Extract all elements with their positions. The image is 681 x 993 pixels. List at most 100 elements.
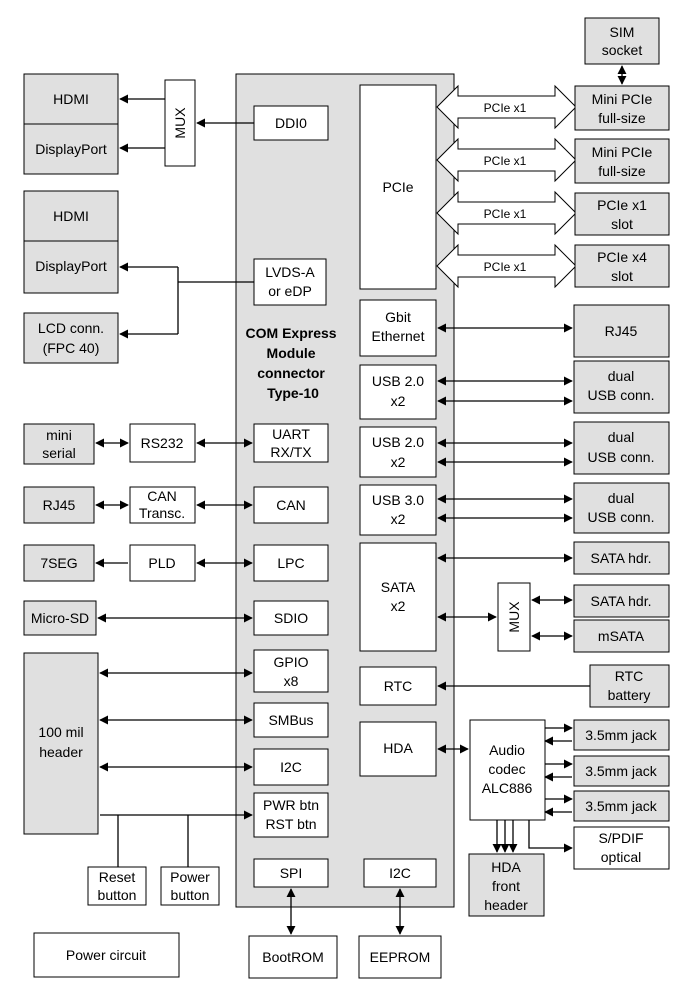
- seven-seg-box: [23, 544, 95, 582]
- spi-box: [253, 858, 329, 888]
- power-circuit-box: [33, 932, 180, 978]
- mux-box-2: [497, 582, 531, 652]
- svg-text:USB 3.0x2: USB 3.0x2: [372, 492, 424, 527]
- svg-text:DDI0: DDI0: [275, 115, 307, 131]
- bootrom-box: [248, 935, 338, 979]
- usb30-box: [359, 484, 437, 536]
- lpc-box: [253, 544, 329, 582]
- svg-text:SDIO: SDIO: [274, 610, 308, 626]
- i2c-left-box: [253, 748, 329, 786]
- gbit-ethernet-box: [359, 299, 437, 357]
- svg-text:DisplayPort: DisplayPort: [35, 258, 107, 274]
- rj45-left-box: [23, 486, 95, 524]
- jack-box-2: [573, 755, 670, 787]
- rtc-box: [359, 666, 437, 706]
- svg-text:3.5mm jack: 3.5mm jack: [585, 727, 658, 743]
- msata-box: [573, 619, 670, 653]
- svg-text:MUX: MUX: [506, 601, 522, 633]
- svg-text:RS232: RS232: [141, 435, 184, 451]
- sata-box: [359, 542, 437, 652]
- dual-usb-box-1: [573, 360, 670, 414]
- rtc-battery-box: [589, 664, 670, 708]
- pwr-rst-btn-box: [253, 792, 329, 838]
- header-100mil-box: [23, 652, 99, 835]
- rj45-right-box: [573, 304, 670, 358]
- svg-text:LPC: LPC: [277, 555, 304, 571]
- usb20-box-2: [359, 426, 437, 478]
- uart-box: [253, 423, 329, 463]
- svg-text:RJ45: RJ45: [43, 497, 76, 513]
- hdmi-box-2: [23, 190, 119, 242]
- eeprom-box: [358, 935, 442, 979]
- svg-text:BootROM: BootROM: [262, 949, 323, 965]
- mini-serial-box: [23, 423, 95, 465]
- svg-text:I2C: I2C: [280, 759, 302, 775]
- svg-text:LCD conn.(FPC 40): LCD conn.(FPC 40): [38, 320, 104, 356]
- svg-text:SATA hdr.: SATA hdr.: [591, 550, 652, 566]
- pld-box: [129, 544, 196, 582]
- svg-text:3.5mm jack: 3.5mm jack: [585, 798, 658, 814]
- svg-text:HDMI: HDMI: [53, 208, 89, 224]
- lvds-box: [253, 258, 327, 306]
- svg-text:RJ45: RJ45: [605, 323, 638, 339]
- svg-text:EEPROM: EEPROM: [370, 949, 431, 965]
- mini-pcie-box-1: [574, 85, 670, 131]
- reset-button-box: [87, 866, 147, 906]
- svg-text:PCIe x1: PCIe x1: [484, 260, 527, 274]
- svg-text:DisplayPort: DisplayPort: [35, 141, 107, 157]
- svg-text:PCIe x1: PCIe x1: [484, 154, 527, 168]
- svg-text:HDA: HDA: [383, 740, 413, 756]
- svg-text:Power circuit: Power circuit: [66, 947, 146, 963]
- sdio-box: [253, 600, 329, 636]
- i2c-bottom-box: [363, 858, 437, 888]
- mini-pcie-box-2: [574, 138, 670, 184]
- jack-box-3: [573, 790, 670, 822]
- svg-text:PLD: PLD: [148, 555, 175, 571]
- micro-sd-box: [23, 600, 97, 636]
- pcie-box: [359, 84, 437, 290]
- sata-hdr-box-1: [573, 541, 670, 575]
- svg-text:HDMI: HDMI: [53, 91, 89, 107]
- svg-text:SPI: SPI: [280, 865, 303, 881]
- usb20-box-1: [359, 364, 437, 420]
- displayport-box-2: [23, 240, 119, 294]
- svg-text:USB 2.0x2: USB 2.0x2: [372, 373, 424, 409]
- sim-socket-box: [584, 17, 660, 65]
- hdmi-box-1: [23, 73, 119, 125]
- pcie-bus-arrows: [436, 84, 577, 289]
- can-transceiver-box: [129, 486, 196, 524]
- svg-text:7SEG: 7SEG: [40, 555, 77, 571]
- jack-box-1: [573, 719, 670, 751]
- svg-text:MUX: MUX: [172, 107, 188, 139]
- audio-codec-box: [469, 719, 546, 821]
- svg-text:SATA hdr.: SATA hdr.: [591, 593, 652, 609]
- hda-box: [359, 721, 437, 777]
- svg-text:LVDS-Aor eDP: LVDS-Aor eDP: [265, 264, 315, 299]
- rs232-box: [129, 423, 196, 463]
- gpio-box: [253, 649, 329, 693]
- svg-text:mSATA: mSATA: [598, 628, 645, 644]
- svg-text:PCIe x1: PCIe x1: [484, 101, 527, 115]
- svg-text:SMBus: SMBus: [268, 712, 313, 728]
- sata-hdr-box-2: [573, 584, 670, 618]
- svg-text:CAN: CAN: [276, 497, 306, 513]
- lcd-connector-box: [23, 312, 119, 364]
